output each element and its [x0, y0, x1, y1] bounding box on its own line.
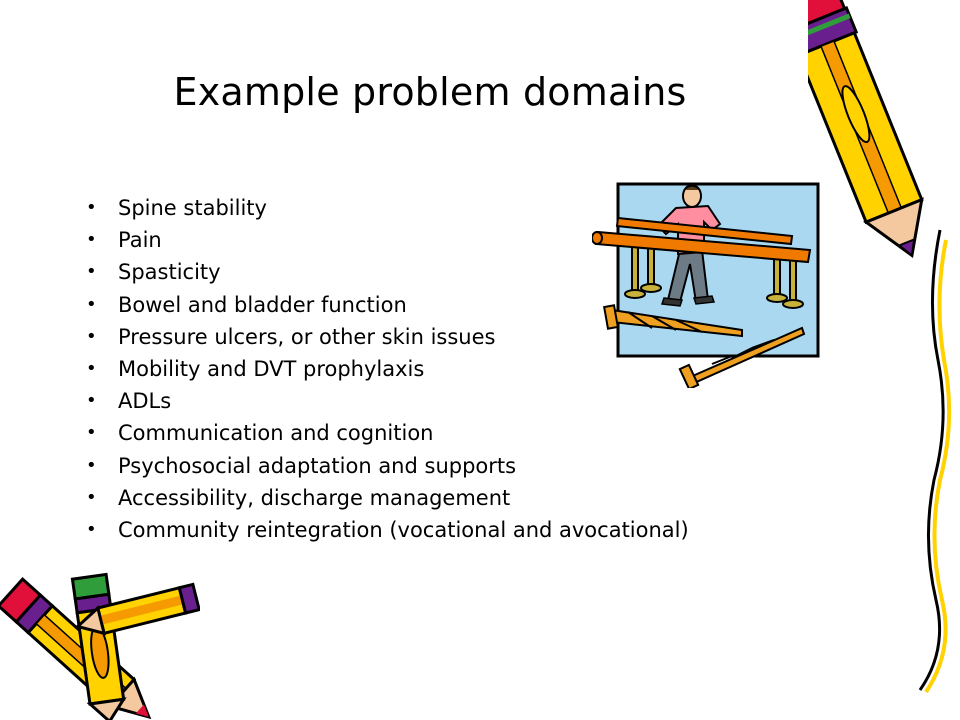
bullet-list: • Spine stability • Pain • Spasticity • Bowe…: [84, 192, 689, 546]
bullet-text: Spasticity: [118, 260, 221, 285]
bullet-dot: •: [86, 229, 97, 251]
bullet-dot: •: [86, 357, 97, 379]
list-item: • Community reintegration (vocational and…: [84, 514, 689, 546]
bullet-dot: •: [86, 486, 97, 508]
rehab-clipart-icon: [592, 182, 820, 388]
bullet-text: Community reintegration (vocational and …: [118, 517, 689, 542]
list-item: • Pressure ulcers, or other skin issues: [84, 321, 689, 353]
crossed-pencils-icon: [0, 572, 200, 720]
list-item: • Bowel and bladder function: [84, 289, 689, 321]
bullet-dot: •: [86, 518, 97, 540]
bullet-text: Bowel and bladder function: [118, 292, 407, 317]
pencil-icon: [808, 0, 952, 694]
bullet-dot: •: [86, 422, 97, 444]
list-item: • Spine stability: [84, 192, 689, 224]
list-item: • Pain: [84, 224, 689, 256]
list-item: • Communication and cognition: [84, 417, 689, 449]
bullet-text: Accessibility, discharge management: [118, 485, 511, 510]
bullet-dot: •: [86, 454, 97, 476]
slide-title: Example problem domains: [173, 70, 687, 114]
bullet-text: Spine stability: [118, 196, 267, 220]
bullet-text: Pain: [118, 228, 162, 253]
list-item: • Psychosocial adaptation and supports: [84, 450, 689, 482]
bullet-dot: •: [86, 325, 97, 347]
bullet-text: Psychosocial adaptation and supports: [118, 453, 517, 478]
bullet-text: Mobility and DVT prophylaxis: [118, 356, 425, 381]
bullet-text: ADLs: [118, 389, 172, 414]
list-item: • Mobility and DVT prophylaxis: [84, 353, 689, 385]
bullet-dot: •: [86, 261, 97, 283]
list-item: • Accessibility, discharge management: [84, 482, 689, 514]
list-item: • ADLs: [84, 385, 689, 417]
list-item: • Spasticity: [84, 256, 689, 288]
bullet-dot: •: [86, 197, 97, 218]
bullet-text: Pressure ulcers, or other skin issues: [118, 324, 496, 349]
bullet-text: Communication and cognition: [118, 421, 434, 446]
bullet-dot: •: [86, 293, 97, 315]
bullet-dot: •: [86, 390, 97, 412]
